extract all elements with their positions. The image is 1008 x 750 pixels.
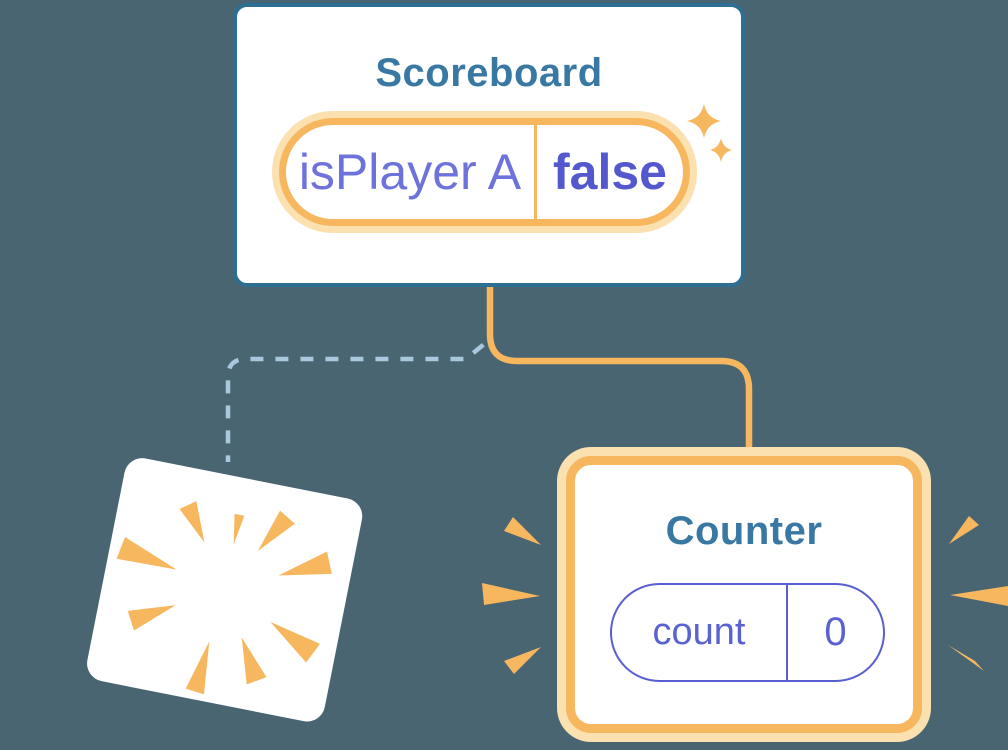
emphasis-ray-icon (949, 516, 979, 544)
emphasis-ray-icon (504, 517, 541, 545)
scoreboard-title: Scoreboard (375, 51, 603, 95)
scoreboard-state-pill: isPlayer A false (279, 118, 690, 226)
active-connector-line (486, 284, 753, 460)
burst-ray (179, 501, 205, 543)
counter-component-card: Counter count 0 (557, 447, 931, 742)
poof-burst-icon (116, 501, 332, 695)
counter-title: Counter (665, 509, 823, 553)
burst-ray (116, 536, 177, 570)
state-label: count (652, 611, 746, 653)
emphasis-ray-icon (950, 586, 1008, 606)
burst-ray (233, 513, 245, 545)
emphasis-ray-icon (948, 645, 984, 671)
removed-connector-dashed-line (225, 339, 490, 462)
burst-ray (127, 605, 176, 631)
sparkle-icon (710, 138, 732, 162)
state-label: isPlayer A (298, 144, 522, 200)
destroyed-state-card (83, 455, 366, 725)
sparkle-icon (687, 104, 732, 162)
state-value: 0 (786, 585, 883, 680)
sparkle-icon (687, 104, 721, 138)
state-value: false (534, 125, 683, 219)
burst-ray (278, 551, 332, 576)
scoreboard-component-card: Scoreboard isPlayer A false (233, 3, 745, 287)
burst-ray (270, 621, 320, 663)
emphasis-ray-icon (482, 583, 540, 605)
burst-ray (185, 641, 210, 695)
emphasis-ray-icon (504, 647, 541, 674)
burst-ray (257, 510, 295, 552)
burst-ray (241, 637, 267, 685)
counter-state-pill: count 0 (610, 583, 885, 682)
